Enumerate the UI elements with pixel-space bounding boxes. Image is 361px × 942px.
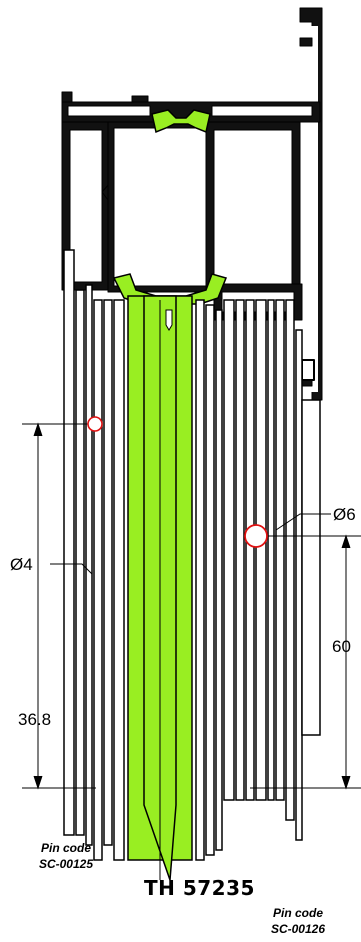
right-diameter-label: Ø6 xyxy=(333,505,356,524)
frame-profile-outline xyxy=(61,7,323,401)
pin-code-right: Pin code SC-00126 xyxy=(250,905,346,937)
profile-code-title: TH 57235 xyxy=(144,876,255,900)
pin-marker-left xyxy=(87,416,103,432)
pin-code-right-label: Pin code xyxy=(272,906,323,920)
left-diameter-label: Ø4 xyxy=(10,555,33,574)
pin-code-left-value: SC-00125 xyxy=(38,857,94,871)
sash-fins-right xyxy=(195,299,321,861)
dimension-lines xyxy=(22,422,361,790)
right-height-label: 60 xyxy=(332,637,351,656)
pin-code-right-value: SC-00126 xyxy=(270,922,326,936)
pin-code-left-label: Pin code xyxy=(40,841,91,855)
pin-marker-right xyxy=(244,524,268,548)
left-height-label: 36.8 xyxy=(18,710,52,729)
pin-code-left: Pin code SC-00125 xyxy=(22,840,110,872)
sash-fins-left xyxy=(63,249,125,861)
center-insulating-bar xyxy=(127,295,193,881)
